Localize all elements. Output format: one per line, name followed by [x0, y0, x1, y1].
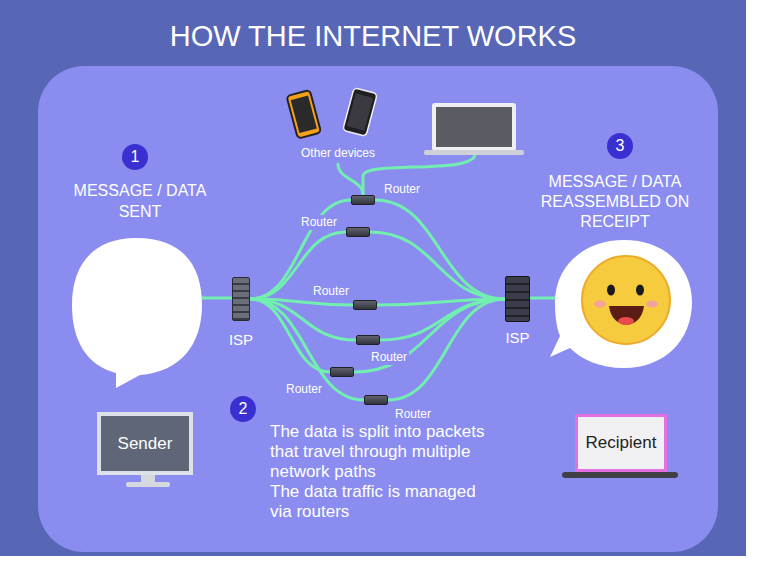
network-link — [250, 299, 364, 400]
router-icon: Router — [330, 367, 354, 377]
callout-number: 2 — [230, 396, 256, 422]
router-label: Router — [382, 182, 422, 197]
phone-screen — [291, 96, 317, 134]
network-link — [250, 200, 351, 299]
router-label: Router — [369, 350, 409, 365]
router-label: Router — [284, 382, 324, 397]
laptop-base — [562, 472, 678, 478]
content-panel — [38, 66, 718, 552]
network-link — [375, 200, 505, 299]
laptop-base — [424, 150, 524, 155]
router-icon: Router — [353, 300, 377, 310]
isp-label: ISP — [227, 331, 255, 349]
device-label: Other devices — [301, 146, 375, 161]
isp-label: ISP — [503, 329, 531, 347]
step-caption: MESSAGE / DATA REASSEMBLED ON RECEIPT — [532, 172, 698, 232]
monitor-stand — [141, 475, 155, 483]
monitor-stand — [126, 482, 170, 487]
speech-bubble — [72, 238, 202, 388]
callout-number: 1 — [122, 144, 148, 170]
smiley-blush — [594, 301, 606, 308]
speech-bubble — [550, 240, 692, 368]
smiley-eye — [607, 285, 615, 296]
laptop-bezel — [432, 103, 516, 151]
laptop-screen — [436, 107, 512, 147]
router-label: Router — [393, 407, 433, 422]
router-icon: Router — [364, 395, 388, 405]
smiley-face — [582, 256, 670, 344]
network-link — [380, 299, 505, 340]
step-caption: MESSAGE / DATA SENT — [60, 180, 220, 222]
smiley-eye — [636, 285, 644, 296]
smiley-blush — [646, 301, 658, 308]
network-link — [250, 299, 330, 372]
step-note: The data traffic is managed via routers — [270, 482, 490, 522]
callout-number: 3 — [607, 133, 633, 159]
smiley-tongue — [618, 317, 634, 325]
network-link — [370, 232, 505, 299]
slide-ground — [0, 0, 746, 556]
isp-server: ISP — [505, 276, 530, 322]
router-label: Router — [299, 215, 339, 230]
smiley-mouth — [609, 306, 644, 325]
network-link — [338, 164, 363, 195]
network-line — [202, 297, 232, 300]
sender-monitor: Sender — [97, 412, 193, 475]
step-note: The data is split into packets that trav… — [270, 422, 510, 482]
router-label: Router — [311, 284, 351, 299]
router-icon: Router — [346, 227, 370, 237]
isp-server: ISP — [232, 277, 250, 321]
recipient-laptop: Recipient — [575, 414, 667, 472]
node-label: Sender — [118, 434, 173, 454]
phone-screen — [347, 93, 373, 131]
network-link — [354, 299, 505, 372]
phone-icon — [343, 88, 378, 137]
node-label: Recipient — [586, 433, 657, 453]
diagram-title: HOW THE INTERNET WORKS — [0, 18, 746, 54]
router-icon: Router — [351, 195, 375, 205]
router-icon: Router — [356, 335, 380, 345]
phone-icon — [286, 90, 321, 139]
device-group: Other devices — [288, 143, 388, 164]
